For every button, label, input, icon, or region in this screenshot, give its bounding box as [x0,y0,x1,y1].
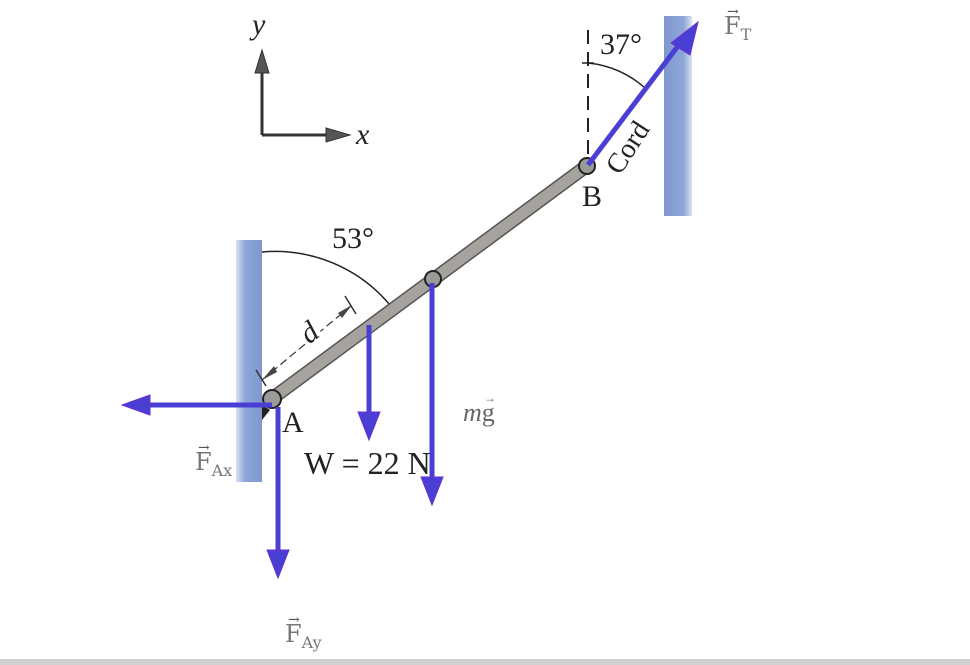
cord-label: Cord [600,116,656,180]
fax-label-sub: Ax [211,461,233,480]
weight-label: W = 22 N [304,447,431,479]
tension-force-arrow [586,36,686,167]
angle-37-label: 37° [600,28,642,61]
fay-label-base: F [285,620,302,648]
vector-arrow-icon: → [198,440,210,456]
y-axis-label: y [252,8,266,41]
angle-53-label: 53° [332,222,374,255]
x-axis-label: x [356,118,370,151]
fay-label: → FAy [285,613,322,651]
mg-label: mg → [463,392,496,427]
vector-arrow-icon: → [727,4,739,20]
mg-m: m [463,398,482,427]
fay-label-sub: Ay [301,633,322,652]
force-arrows [120,20,699,580]
fax-label-base: F [195,448,212,476]
mg-g: g [481,398,495,427]
weight-value: W = 22 N [304,445,431,481]
vector-arrow-icon: → [288,612,300,628]
angle-arc-37 [587,62,646,89]
tension-label-base: F [724,12,741,40]
mg-vector-arrow: → [484,391,496,405]
bottom-scroll-bar [0,659,970,665]
angle-arc-53 [261,250,391,306]
distance-dimension [255,295,357,387]
left-wall [236,240,262,482]
point-a-label: A [282,406,304,439]
coordinate-axes [254,48,352,143]
tension-label: → FT [724,5,751,43]
tension-label-sub: T [740,25,752,44]
point-b-label: B [582,180,603,213]
fax-label: → FAx [195,441,232,479]
